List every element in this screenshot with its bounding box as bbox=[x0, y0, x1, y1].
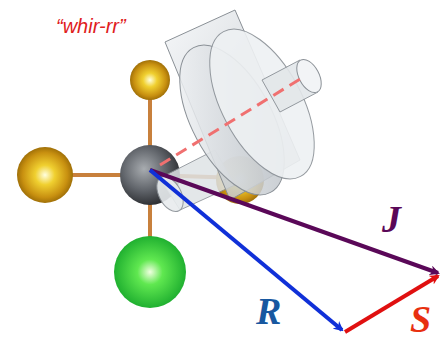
vector-j bbox=[150, 170, 438, 273]
vector-label: R bbox=[256, 292, 281, 330]
gyroscope bbox=[151, 10, 335, 216]
gold-atom bbox=[17, 147, 73, 203]
vector-label: J bbox=[382, 200, 401, 238]
sound-label: “whir-rr” bbox=[56, 16, 126, 36]
gold-atom bbox=[130, 60, 170, 100]
vector-r bbox=[150, 170, 342, 330]
vector-label: S bbox=[410, 300, 431, 338]
green-atom bbox=[114, 236, 186, 308]
